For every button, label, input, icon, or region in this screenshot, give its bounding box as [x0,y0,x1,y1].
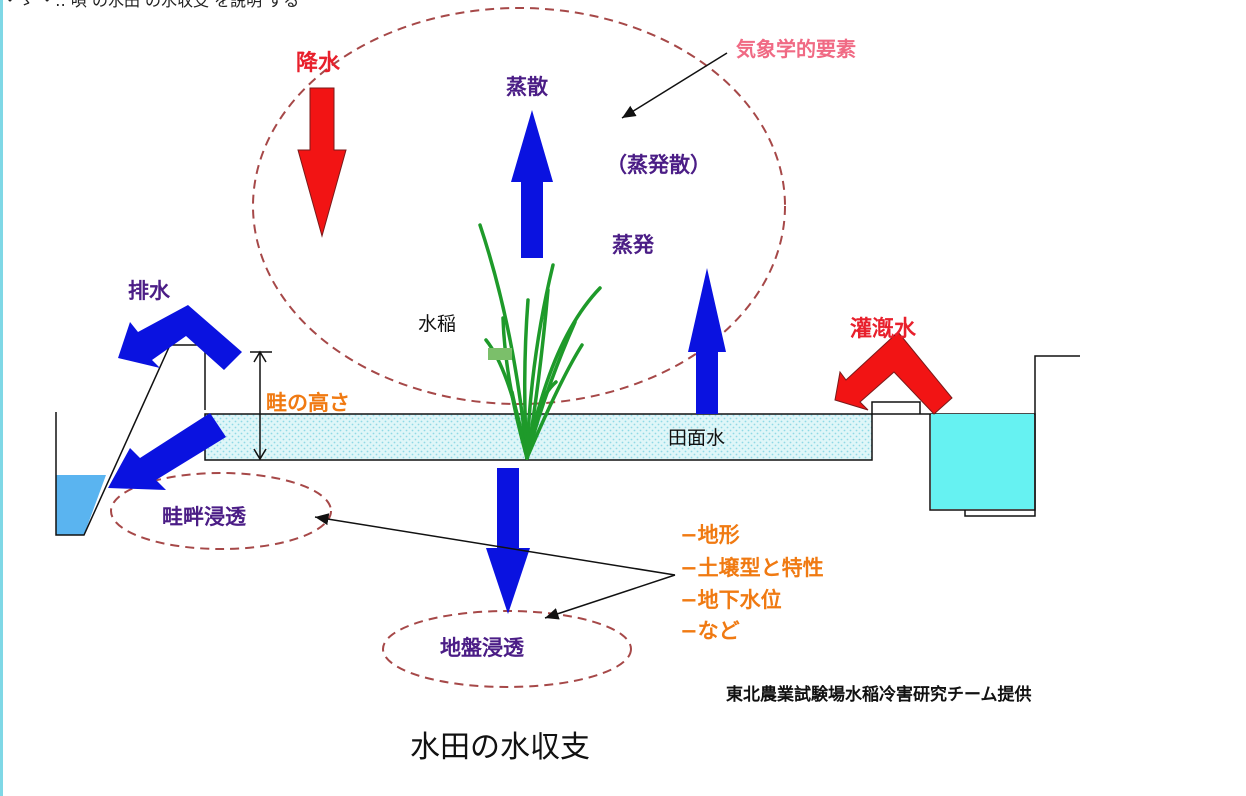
evapotranspiration-label: （蒸発散） [606,153,711,177]
drainage-arrow-bottom [108,413,226,490]
evaporation-arrow [688,268,726,414]
factor-item: −土壌型と特性 [680,556,824,580]
levee-height-label: 畦の高さ [266,391,350,415]
credit-text: 東北農業試験場水稲冷害研究チーム提供 [726,684,1032,705]
factor-item: −など [680,619,740,643]
rice-label: 水稲 [418,313,456,335]
drainage-arrow-top [118,305,242,370]
percolation-arrow [486,468,530,614]
leaf-tag [488,348,512,360]
levee-outline-left [55,344,206,536]
header-fragment: ・ゞ ・‥ 唄 の水田 の水収支 を説明 する [2,0,299,10]
evaporation-label: 蒸発 [612,233,655,257]
left-border [0,0,3,796]
channel-wall-right [964,355,1080,517]
precipitation-label: 降水 [296,51,341,76]
irrigation-label: 灌漑水 [850,316,917,342]
levee-seepage-ellipse [110,472,332,550]
factor-item: −地下水位 [680,588,782,612]
figure-caption: 水田の水収支 [410,730,590,765]
precipitation-arrow [297,87,347,238]
ground-seepage-pointer [544,574,676,620]
field-water-label: 田面水 [668,427,725,449]
ground-seepage-label: 地盤浸透 [440,636,525,660]
levee-seepage-pointer [314,513,676,576]
meteorological-factors-label: 気象学的要素 [736,37,856,61]
levee-height-arrow-bottom [253,448,267,461]
levee-seepage-label: 畦畔浸透 [162,505,247,529]
meteorology-ellipse [252,7,786,405]
irrigation-water [931,414,1034,509]
drainage-ditch-water [56,475,106,535]
transpiration-arrow [511,110,553,258]
irrigation-arrow [834,331,953,415]
meteorology-pointer [621,52,728,119]
transpiration-label: 蒸散 [506,75,548,99]
rice-plant-icon [478,223,602,460]
factor-item: −地形 [680,523,740,547]
drainage-label: 排水 [128,279,171,303]
